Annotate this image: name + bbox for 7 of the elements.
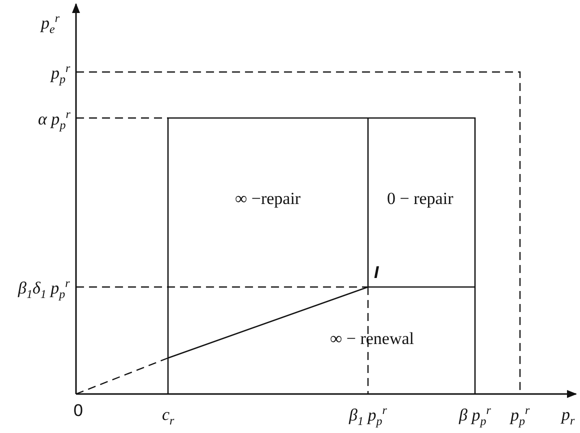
point-label: I <box>374 264 379 281</box>
region-label: ∞ −repair <box>235 190 301 207</box>
tick-label: c$_{r}$ <box>162 406 174 426</box>
tick-label: 0 <box>74 402 83 419</box>
region-label: ∞ − renewal <box>330 330 414 347</box>
axis-label: p$_{r}$ <box>562 406 575 426</box>
region-label: 0 − repair <box>387 190 454 207</box>
